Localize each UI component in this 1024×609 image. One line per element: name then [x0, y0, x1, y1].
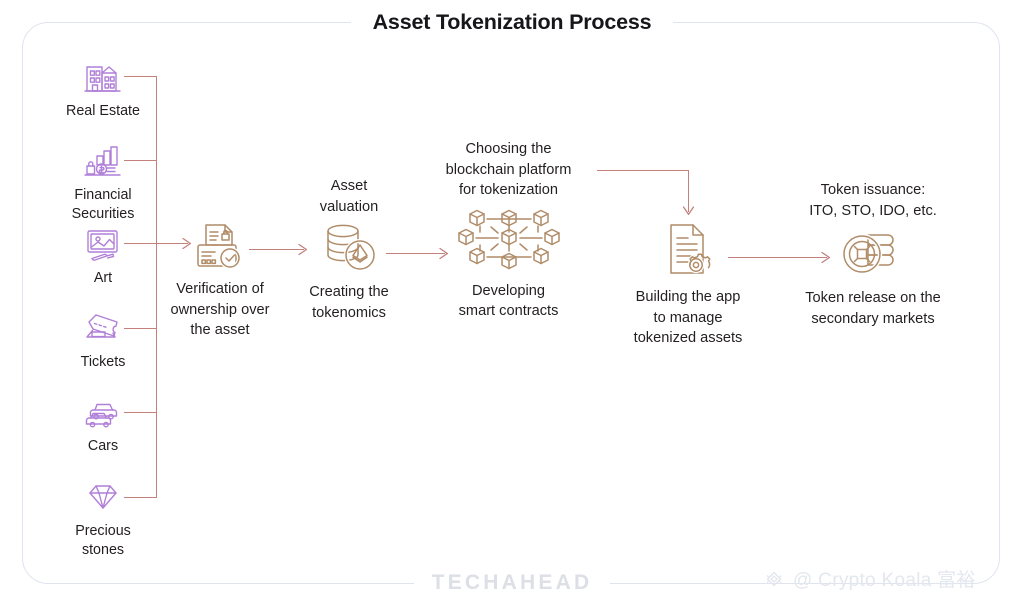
diamond-rhombus-logo-icon — [762, 567, 786, 591]
coin-stack-ethereum-icon — [288, 221, 410, 277]
arrow-buildapp-to-tokenrelease-head — [821, 251, 833, 264]
asset-label: Financial Securities — [71, 187, 135, 222]
bracket-stub-financial-securities — [124, 160, 157, 162]
arrow-buildapp-to-tokenrelease-line — [728, 257, 827, 259]
token-coins-icon — [780, 225, 966, 283]
arrow-tokenomics-to-contracts-head — [439, 247, 451, 260]
bar-chart-money-icon — [45, 141, 161, 181]
bracket-stub-tickets — [124, 328, 157, 330]
step-label: Building the app to manage tokenized ass… — [633, 289, 743, 346]
asset-label: Real Estate — [66, 103, 140, 119]
blockchain-cubes-icon — [410, 205, 607, 273]
step-token-release[interactable]: Token issuance: ITO, STO, IDO, etc. Toke… — [780, 180, 966, 329]
step-smart-contracts[interactable]: Choosing the blockchain platform for tok… — [410, 139, 607, 322]
step-verification[interactable]: Verification of ownership over the asset — [150, 220, 290, 341]
document-verified-id-icon — [150, 220, 290, 272]
elbow-platform-to-buildapp-horizontal — [597, 170, 689, 172]
arrow-tokenomics-to-contracts-line — [386, 253, 445, 255]
step-label: Creating the tokenomics — [309, 284, 389, 321]
asset-label: Tickets — [80, 354, 126, 370]
elbow-platform-to-buildapp-arrowhead — [682, 206, 695, 218]
buildings-icon — [45, 57, 161, 97]
watermark: @ Crypto Koala 富裕 — [762, 565, 976, 592]
arrow-verification-to-tokenomics-head — [298, 243, 310, 256]
step-tokenomics[interactable]: Asset valuation Creating the tokenomics — [288, 176, 410, 323]
step-label: Verification of ownership over the asset — [170, 281, 270, 338]
asset-item-financial-securities[interactable]: Financial Securities — [45, 141, 161, 224]
bracket-stub-real-estate — [124, 76, 157, 78]
step-label: Developing smart contracts — [458, 282, 559, 320]
asset-item-cars[interactable]: Cars — [45, 392, 161, 456]
step-label-above: Asset valuation — [319, 178, 379, 215]
asset-item-real-estate[interactable]: Real Estate — [45, 57, 161, 121]
document-gear-icon — [618, 222, 758, 282]
asset-label: Art — [93, 270, 113, 286]
step-label-above: Choosing the blockchain platform for tok… — [445, 141, 572, 198]
bracket-stub-cars — [124, 412, 157, 414]
bracket-to-verification-arrowhead — [182, 237, 194, 250]
asset-label: Precious stones — [75, 523, 131, 558]
step-build-app[interactable]: Building the app to manage tokenized ass… — [618, 222, 758, 349]
bracket-stub-art — [124, 243, 157, 245]
step-label: Token release on the secondary markets — [805, 290, 941, 327]
watermark-text: @ Crypto Koala 富裕 — [793, 570, 976, 591]
step-label-above: Token issuance: ITO, STO, IDO, etc. — [809, 182, 937, 219]
asset-item-art[interactable]: Art — [45, 224, 161, 288]
cars-icon — [45, 392, 161, 432]
elbow-platform-to-buildapp-vertical — [688, 170, 690, 212]
bracket-stub-precious-stones — [124, 497, 157, 499]
arrow-verification-to-tokenomics-line — [249, 249, 304, 251]
bracket-to-verification-line — [156, 243, 188, 245]
framed-painting-icon — [45, 224, 161, 264]
asset-item-precious-stones[interactable]: Precious stones — [45, 477, 161, 560]
gem-icon — [45, 477, 161, 517]
bracket-spine — [156, 76, 158, 498]
asset-item-tickets[interactable]: Tickets — [45, 308, 161, 372]
ticket-icon — [45, 308, 161, 348]
asset-label: Cars — [87, 438, 119, 454]
